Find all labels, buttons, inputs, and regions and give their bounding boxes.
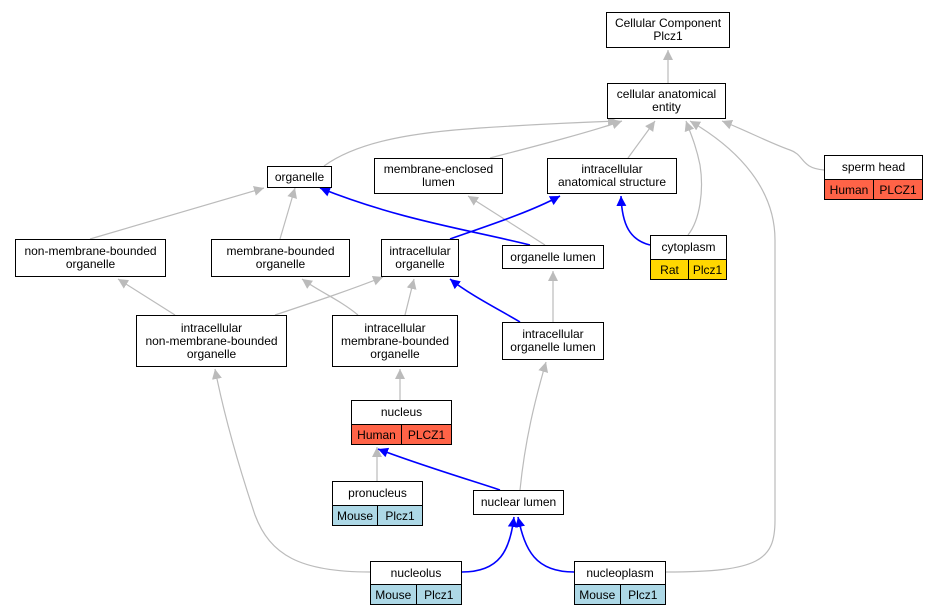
node-intracellular-anatomical-structure[interactable]: intracellular anatomical structure [547,158,677,194]
gene-cell: PLCZ1 [401,425,451,444]
node-cellular-anatomical-entity[interactable]: cellular anatomical entity [607,83,726,119]
gene-cell: Plcz1 [415,585,461,604]
node-organelle-lumen[interactable]: organelle lumen [502,245,604,269]
node-organelle[interactable]: organelle [267,166,332,188]
node-label: nuclear lumen [480,495,557,509]
edge-nucleoplasm-to-cellular-anatomical-entity [665,120,776,573]
node-intracellular-membrane-bounded-organelle[interactable]: intracellular membrane-bounded organelle [332,315,458,367]
edge-cytoplasm-to-intracellular-anatomical-structure [616,195,651,246]
node-nucleus[interactable]: nucleus Human PLCZ1 [351,400,452,445]
edge-membrane-bounded-organelle-to-organelle [279,187,297,240]
edge-intracellular-non-membrane-bounded-organelle-to-intracellular-organelle [274,276,384,316]
species-cell: Mouse [333,506,377,525]
edge-intracellular-anatomical-structure-to-cellular-anatomical-entity [627,120,656,159]
node-label: pronucleus [348,486,407,500]
node-label: intracellular anatomical structure [557,162,667,189]
gene-cell: Plcz1 [688,260,726,279]
edge-intracellular-membrane-bounded-organelle-to-intracellular-organelle [404,278,417,316]
edge-organelle-lumen-to-organelle [319,187,531,246]
annotation-row: Human PLCZ1 [352,424,451,444]
annotation-row: Human PLCZ1 [825,179,922,199]
species-cell: Human [352,425,401,444]
edge-nuclear-lumen-to-nucleus [377,447,501,491]
annotation-row: Mouse Plcz1 [371,584,461,604]
node-label: Cellular Component Plcz1 [614,16,722,43]
node-non-membrane-bounded-organelle[interactable]: non-membrane-bounded organelle [15,239,166,277]
node-label: cellular anatomical entity [616,87,717,114]
gene-cell: Plcz1 [619,585,665,604]
node-sperm-head[interactable]: sperm head Human PLCZ1 [824,155,923,200]
node-label: non-membrane-bounded organelle [24,244,157,271]
node-nucleolus[interactable]: nucleolus Mouse Plcz1 [370,561,462,605]
node-pronucleus[interactable]: pronucleus Mouse Plcz1 [332,481,423,526]
node-intracellular-organelle-lumen[interactable]: intracellular organelle lumen [502,322,604,360]
edge-cytoplasm-to-cellular-anatomical-entity [684,120,703,236]
node-label: nucleoplasm [586,565,654,580]
edge-sperm-head-to-cellular-anatomical-entity [721,119,825,171]
node-label: nucleolus [390,565,442,580]
edge-nucleoplasm-to-nuclear-lumen [515,516,575,573]
gene-cell: Plcz1 [377,506,422,525]
edge-organelle-to-cellular-anatomical-entity [323,116,619,167]
edge-non-membrane-bounded-organelle-to-organelle [89,186,265,240]
node-intracellular-non-membrane-bounded-organelle[interactable]: intracellular non-membrane-bounded organ… [136,315,287,367]
edge-membrane-enclosed-lumen-to-cellular-anatomical-entity [489,119,623,159]
annotation-row: Rat Plcz1 [651,259,726,279]
node-label: intracellular organelle lumen [510,327,596,354]
edge-intracellular-organelle-lumen-to-intracellular-organelle [449,278,521,323]
species-cell: Human [825,180,873,199]
node-membrane-enclosed-lumen[interactable]: membrane-enclosed lumen [374,158,503,194]
edge-nucleolus-to-nuclear-lumen [461,516,518,573]
node-label: sperm head [841,160,906,174]
edge-nuclear-lumen-to-intracellular-organelle-lumen [519,361,549,491]
species-cell: Rat [651,260,688,279]
node-label: organelle lumen [510,249,596,264]
node-membrane-bounded-organelle[interactable]: membrane-bounded organelle [211,239,350,277]
edge-organelle-lumen-to-membrane-enclosed-lumen [467,195,546,246]
species-cell: Mouse [371,585,416,604]
node-label: membrane-bounded organelle [226,244,335,271]
node-label: intracellular organelle [389,244,451,271]
gene-cell: PLCZ1 [873,180,922,199]
annotation-row: Mouse Plcz1 [575,584,665,604]
node-nucleoplasm[interactable]: nucleoplasm Mouse Plcz1 [574,561,666,605]
node-nuclear-lumen[interactable]: nuclear lumen [473,490,564,515]
node-label: nucleus [380,405,423,419]
node-label: intracellular non-membrane-bounded organ… [145,320,278,361]
node-label: membrane-enclosed lumen [383,162,494,189]
node-cellular-component[interactable]: Cellular Component Plcz1 [606,12,730,48]
node-label: organelle [274,169,325,184]
edge-intracellular-non-membrane-bounded-organelle-to-non-membrane-bounded-organelle [117,278,176,316]
node-cytoplasm[interactable]: cytoplasm Rat Plcz1 [650,235,727,280]
node-label: cytoplasm [661,240,716,254]
node-intracellular-organelle[interactable]: intracellular organelle [381,239,459,277]
annotation-row: Mouse Plcz1 [333,505,422,525]
edge-intracellular-organelle-to-intracellular-anatomical-structure [449,195,561,240]
node-label: intracellular membrane-bounded organelle [340,320,450,361]
species-cell: Mouse [575,585,620,604]
edge-nucleolus-to-intracellular-non-membrane-bounded-organelle [212,368,371,573]
edge-intracellular-membrane-bounded-organelle-to-membrane-bounded-organelle [301,278,359,316]
